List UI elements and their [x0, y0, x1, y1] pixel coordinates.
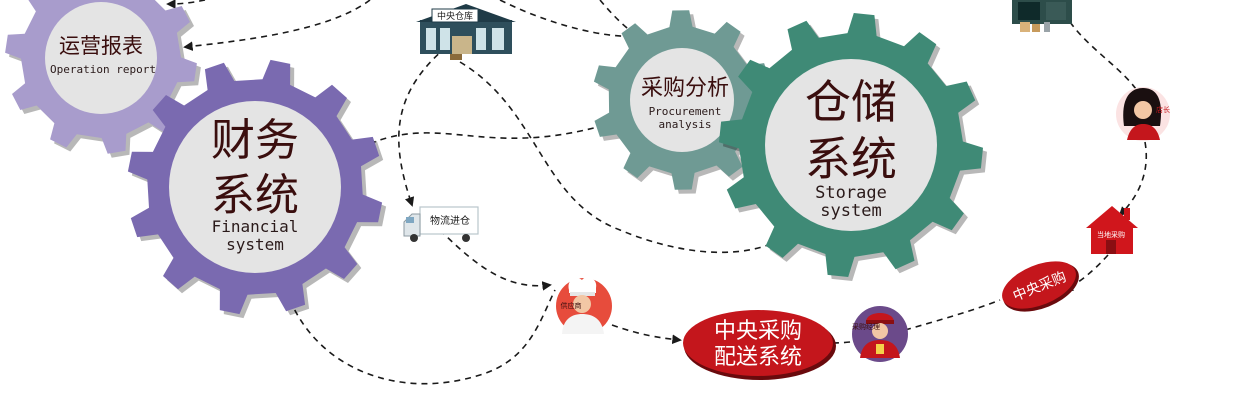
- storage-title-cn-line1: 仓储: [805, 75, 897, 129]
- supplier-label: 供应商: [561, 301, 582, 310]
- store-manager-label: 店长: [1156, 105, 1170, 114]
- flow-top-left: [166, 0, 206, 9]
- storage-gear-center: [765, 59, 937, 231]
- flow-store-to-woman: [1069, 21, 1141, 96]
- financial-title-en-line2: system: [226, 235, 284, 254]
- financial-gear-center: [169, 101, 341, 273]
- truck-icon: 物流进仓: [403, 206, 479, 242]
- financial-gear: [127, 59, 387, 319]
- flow-house-to-purchase: [1063, 254, 1109, 291]
- financial-title-cn-line2: 系统: [211, 170, 299, 221]
- operation-report-gear-center: [45, 2, 157, 114]
- local-purchase-label: 当地采购: [1097, 230, 1125, 239]
- gear-layer: [5, 0, 987, 319]
- flow-connectors: [166, 0, 1148, 385]
- flow-top-to-report: [183, 0, 371, 51]
- storage-title-en-line1: Storage: [815, 183, 887, 203]
- warehouse-sign: 中央仓库: [437, 10, 473, 22]
- storage-title-cn-line2: 系统: [805, 132, 897, 186]
- flow-warehouse-down: [398, 39, 456, 207]
- purchase-manager-avatar: 采购经理: [852, 306, 908, 362]
- supplier-avatar: 供应商: [556, 277, 612, 334]
- flow-truck-to-supplier: [439, 229, 552, 291]
- operation-report-gear-labels: 运营报表 Operation report: [50, 34, 156, 76]
- store-manager-avatar: 店长: [1116, 87, 1170, 141]
- procurement-gear-center: [630, 48, 734, 152]
- flow-purchase-to-manager: [904, 299, 1001, 331]
- procurement-title-cn: 采购分析: [641, 76, 729, 101]
- procurement-title-en-line1: Procurement: [649, 105, 722, 118]
- purchase-manager-label: 采购经理: [852, 322, 880, 331]
- central-delivery-node: 中央采购 配送系统: [683, 310, 836, 380]
- operation-report-title-en: Operation report: [50, 63, 156, 76]
- procurement-title-en-line2: analysis: [659, 118, 712, 131]
- central-purchase-node: 中央采购: [1002, 261, 1079, 312]
- financial-title-en-line1: Financial: [212, 217, 299, 236]
- storage-gear: [719, 13, 987, 281]
- flow-procurement-financial: [351, 122, 607, 156]
- storage-title-en-line2: system: [820, 201, 881, 221]
- procurement-gear-labels: 采购分析 Procurement analysis: [641, 76, 729, 131]
- house-icon: [1086, 206, 1138, 254]
- local-purchase-node: 当地采购: [1086, 206, 1138, 254]
- operation-report-gear: [5, 0, 201, 158]
- truck-label: 物流进仓: [430, 214, 470, 227]
- manager-avatar-icon: [860, 313, 900, 358]
- financial-gear-labels: 财务 系统 Financial system: [211, 115, 299, 254]
- warehouse-icon: 中央仓库: [416, 4, 516, 60]
- procurement-gear: [593, 10, 775, 194]
- chef-icon: [562, 277, 604, 334]
- flow-supplier-to-delivery: [611, 324, 682, 345]
- store-icon: [1012, 0, 1072, 32]
- flow-to-procurement: [499, 0, 641, 38]
- flow-financial-to-supplier: [289, 289, 556, 385]
- flow-manager-to-delivery: [829, 341, 851, 344]
- woman-avatar-icon: [1123, 88, 1162, 140]
- operation-report-title-cn: 运营报表: [59, 34, 143, 58]
- flow-woman-to-house: [1118, 141, 1148, 217]
- central-delivery-line2: 配送系统: [714, 345, 802, 370]
- storage-gear-labels: 仓储 系统 Storage system: [805, 75, 897, 221]
- central-delivery-line1: 中央采购: [714, 319, 802, 344]
- financial-title-cn-line1: 财务: [211, 115, 299, 166]
